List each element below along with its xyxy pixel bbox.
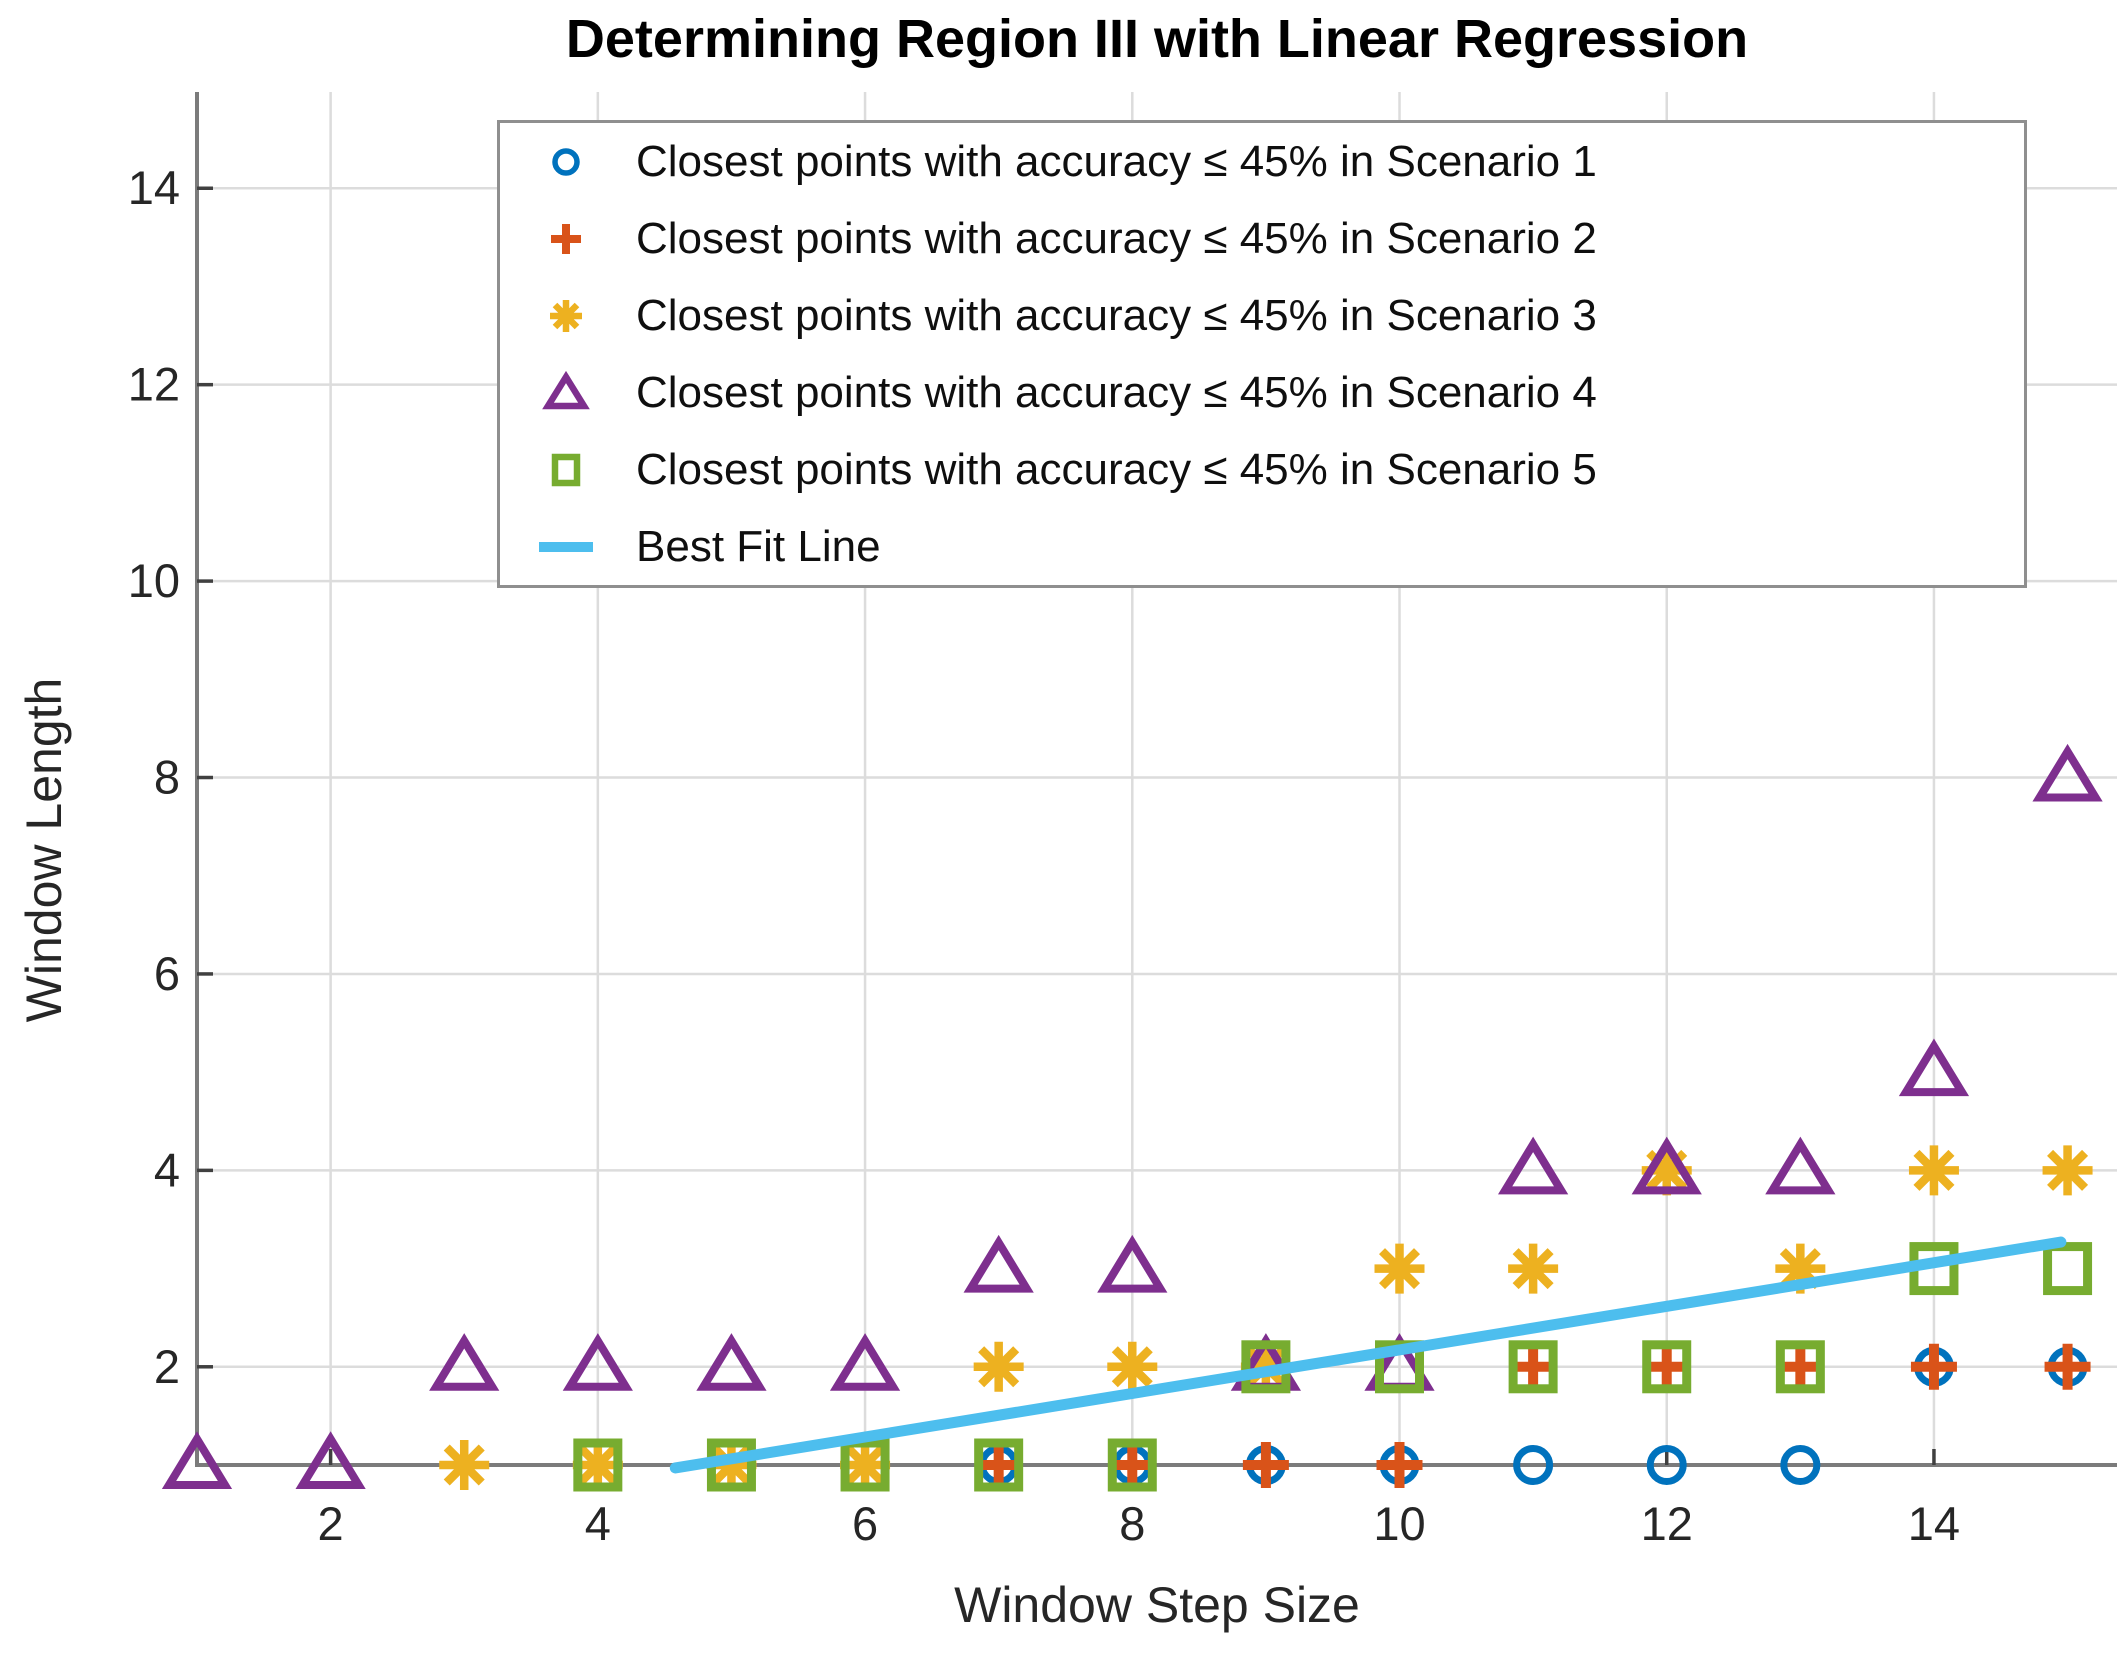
- legend-label: Closest points with accuracy ≤ 45% in Sc…: [636, 136, 1597, 186]
- circle-marker-icon: [552, 147, 580, 176]
- y-tick-label: 4: [154, 1143, 180, 1196]
- legend-label: Closest points with accuracy ≤ 45% in Sc…: [636, 367, 1597, 417]
- legend-item-scenario-3: Closest points with accuracy ≤ 45% in Sc…: [500, 277, 2024, 354]
- best-fit-line: [669, 1236, 2067, 1474]
- y-tick-label: 12: [128, 358, 180, 411]
- series-scenario-4: [161, 743, 2103, 1489]
- y-tick-label: 8: [154, 751, 180, 804]
- x-tick-label: 2: [318, 1497, 344, 1550]
- x-tick-label: 14: [1908, 1497, 1960, 1550]
- x-tick-label: 4: [585, 1497, 611, 1550]
- y-tick-label: 6: [154, 947, 180, 1000]
- square-marker-icon: [551, 453, 581, 486]
- series-scenario-2: [975, 1343, 2091, 1488]
- legend-item-scenario-4: Closest points with accuracy ≤ 45% in Sc…: [500, 354, 2024, 431]
- x-tick-label: 8: [1119, 1497, 1145, 1550]
- y-axis-label: Window Length: [16, 677, 72, 1023]
- legend: Closest points with accuracy ≤ 45% in Sc…: [497, 120, 2027, 588]
- legend-item-best-fit-line: Best Fit Line: [500, 508, 2024, 585]
- legend-item-scenario-1: Closest points with accuracy ≤ 45% in Sc…: [500, 123, 2024, 200]
- x-tick-label: 6: [852, 1497, 878, 1550]
- legend-label: Closest points with accuracy ≤ 45% in Sc…: [636, 444, 1597, 494]
- x-axis-label: Window Step Size: [954, 1577, 1360, 1633]
- triangle-marker-icon: [542, 370, 590, 409]
- chart-title: Determining Region III with Linear Regre…: [565, 9, 1749, 69]
- legend-item-scenario-5: Closest points with accuracy ≤ 45% in Sc…: [500, 431, 2024, 508]
- x-tick-label: 10: [1373, 1497, 1425, 1550]
- line-marker-icon: [539, 541, 593, 552]
- plus-marker-icon: [551, 223, 581, 254]
- legend-label: Closest points with accuracy ≤ 45% in Sc…: [636, 213, 1597, 263]
- asterisk-marker-icon: [550, 299, 582, 332]
- series-scenario-3: [439, 1145, 2093, 1490]
- legend-label: Best Fit Line: [636, 521, 881, 571]
- y-tick-label: 2: [154, 1340, 180, 1393]
- y-tick-label: 10: [128, 554, 180, 607]
- legend-label: Closest points with accuracy ≤ 45% in Sc…: [636, 290, 1597, 340]
- x-tick-label: 12: [1641, 1497, 1693, 1550]
- legend-item-scenario-2: Closest points with accuracy ≤ 45% in Sc…: [500, 200, 2024, 277]
- y-tick-label: 14: [128, 161, 180, 214]
